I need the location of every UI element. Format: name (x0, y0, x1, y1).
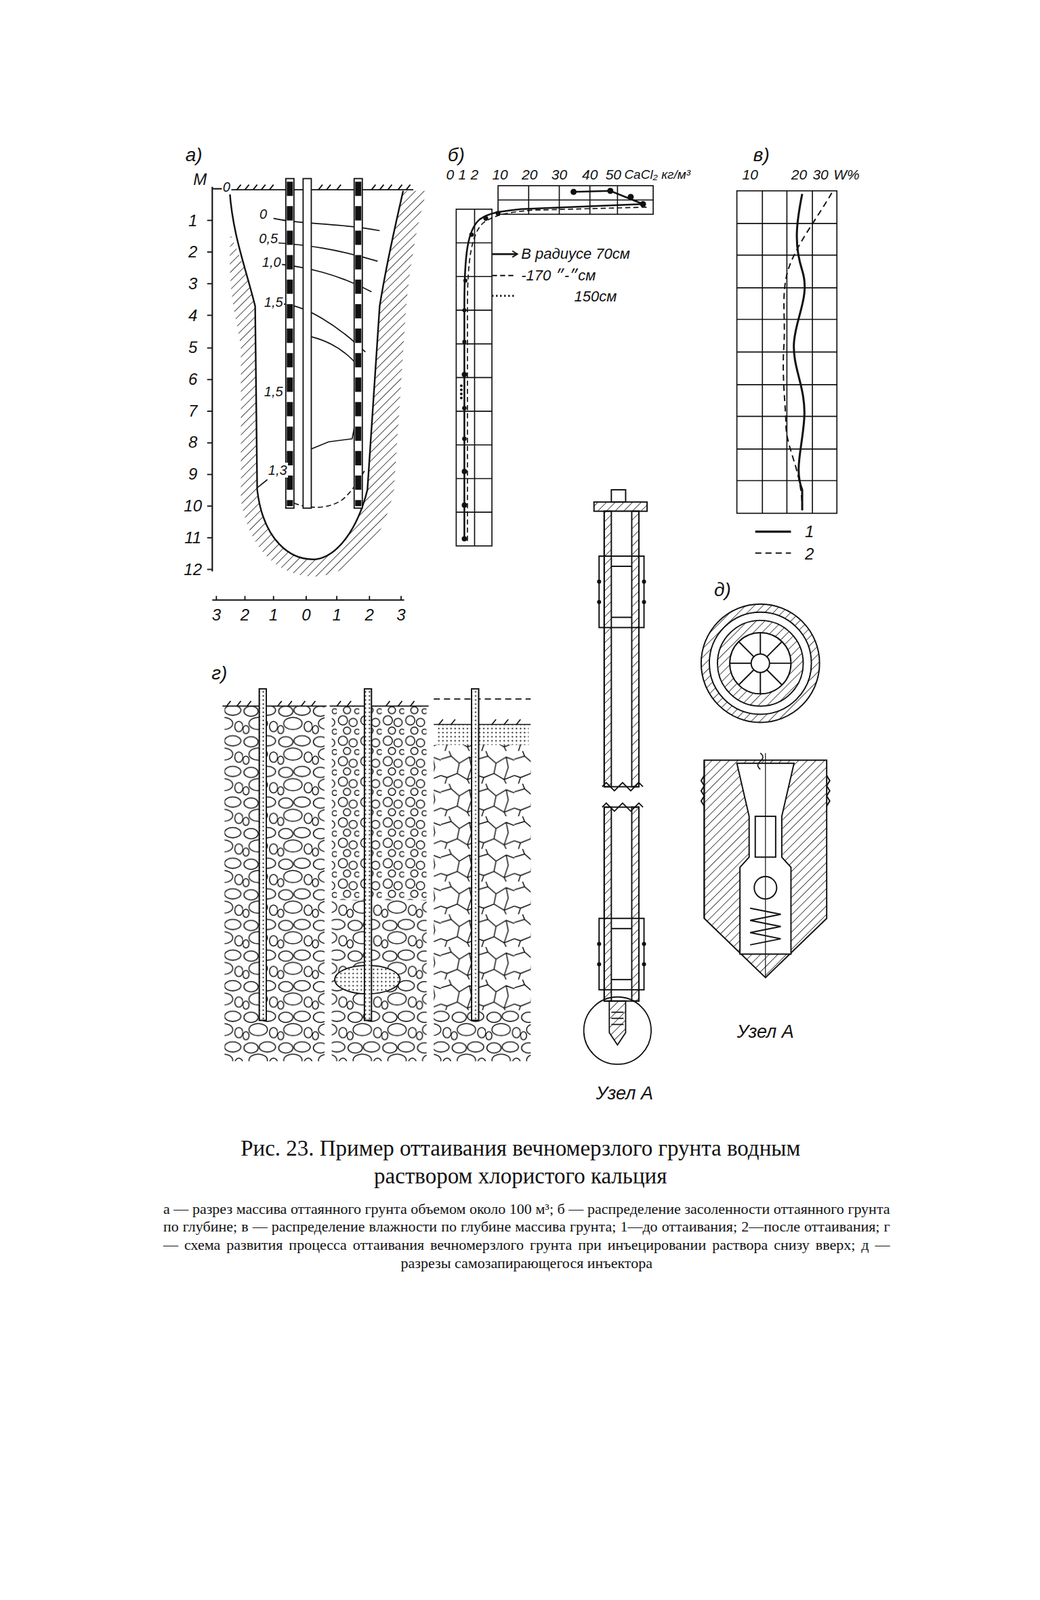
axis-tick-number: 20 (521, 166, 538, 183)
panel-letter: г) (210, 663, 228, 685)
panel-letter: д) (713, 579, 732, 601)
axis-tick-number: 30 (550, 166, 568, 183)
axis-tick-number: 30 (811, 166, 829, 183)
axis-tick-number: 5 (187, 338, 198, 357)
axis-tick-number: 0 (445, 166, 455, 183)
legend-text: 2 (804, 545, 815, 564)
axis-tick-number: 11 (183, 529, 202, 547)
axis-tick-number: 10 (182, 497, 203, 515)
axis-tick-number: 1 (268, 606, 279, 624)
axis-tick-number: 3 (395, 606, 406, 624)
axis-tick-number: 1 (187, 211, 198, 230)
axis-tick-number: 1 (458, 166, 468, 183)
axis-tick-number: 10 (491, 166, 509, 183)
axis-tick-number: 2 (187, 243, 198, 261)
contour-value: 1,5 (263, 384, 284, 400)
axis-unit: М (192, 170, 208, 189)
axis-tick-number: 9 (187, 465, 198, 484)
axis-tick-number: 20 (790, 166, 808, 183)
axis-tick-number: 8 (187, 433, 198, 452)
caption-explanation: а — разрез массива оттаянного грунта объ… (163, 1200, 891, 1274)
legend-text: 150см (573, 288, 618, 305)
legend-text: В радиусе 70см (520, 245, 631, 263)
axis-tick-number: 6 (187, 370, 198, 389)
contour-value: 1,0 (261, 254, 282, 270)
legend-text: -״-״ 170см (520, 267, 597, 284)
axis-tick-number: 2 (239, 606, 251, 624)
detail-label: Узел А (736, 1023, 795, 1044)
legend-text: 1 (804, 523, 815, 541)
panel-letter: б) (447, 144, 466, 166)
contour-value: 1,5 (263, 294, 284, 310)
figure-caption: Рис. 23. Пример оттаивания вечномерзлого… (193, 1134, 847, 1192)
contour-value: 1,3 (267, 462, 288, 478)
axis-tick-number: 7 (187, 401, 198, 420)
axis-tick-number: 10 (741, 166, 759, 183)
panel-letter: а) (184, 144, 204, 166)
axis-tick-number: 1 (331, 606, 342, 624)
axis-unit: CaCl₂ кг/м³ (623, 167, 692, 182)
axis-tick-number: 50 (605, 166, 622, 183)
contour-value: 0 (258, 206, 268, 222)
detail-label: Узел А (595, 1084, 654, 1105)
contour-value: 0,5 (258, 231, 279, 246)
axis-tick-number: 12 (182, 560, 203, 579)
axis-tick-number: 3 (211, 606, 222, 624)
axis-tick-number: 0 (222, 179, 232, 195)
axis-tick-number: 3 (187, 275, 198, 293)
axis-tick-number: 2 (364, 606, 375, 624)
axis-tick-number: 40 (581, 166, 599, 183)
axis-tick-number: 4 (187, 306, 198, 325)
axis-tick-number: 0 (300, 606, 311, 624)
axis-unit: W% (832, 166, 861, 183)
axis-tick-number: 2 (470, 166, 480, 183)
panel-letter: в) (752, 144, 771, 166)
